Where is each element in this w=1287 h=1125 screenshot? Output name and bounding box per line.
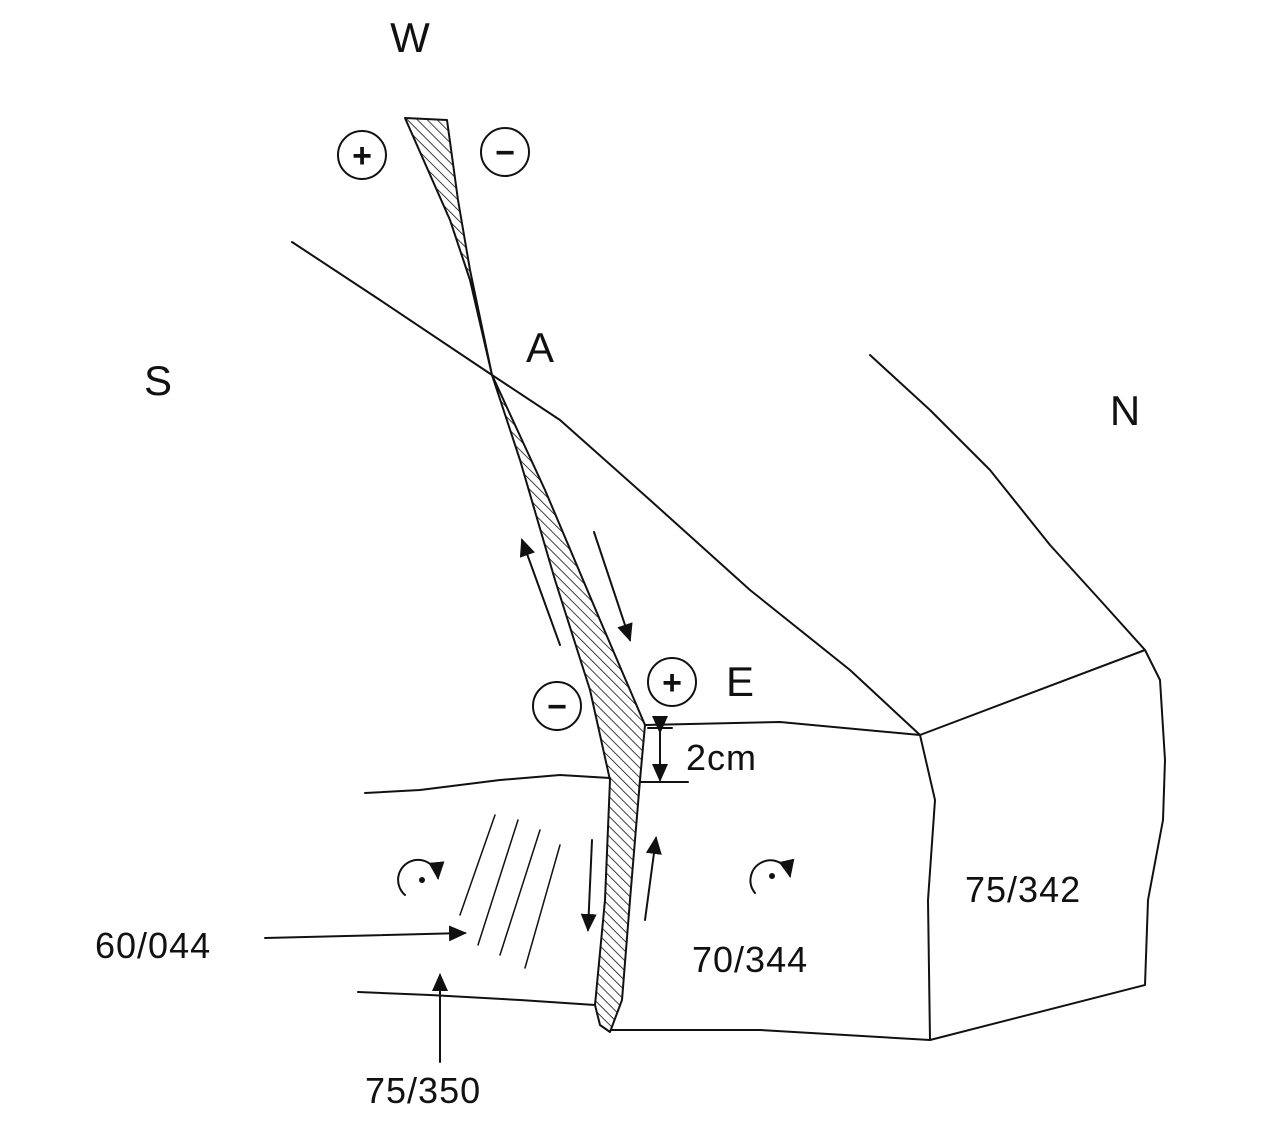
minus-symbol-top: −: [480, 127, 530, 177]
plus-sign: +: [352, 137, 372, 175]
fault-arrow-up: [644, 836, 662, 921]
rotation-icon-left: [397, 858, 445, 896]
slickenline-measurement: 60/044: [95, 925, 211, 966]
block-outline: [611, 649, 1166, 1041]
pointer-60-044: [264, 925, 467, 942]
minus-sign: −: [495, 134, 515, 172]
plus-symbol-top: +: [337, 130, 387, 180]
boundary-line-n: [869, 354, 1146, 651]
scale-label: 2cm: [686, 737, 757, 778]
layer-line-upper: [364, 774, 611, 794]
lower-shear-zone: [491, 374, 646, 1033]
south-label: S: [144, 357, 172, 404]
plus-symbol-east: +: [647, 657, 697, 707]
fault-plane-measurement: 75/350: [365, 1070, 481, 1111]
point-a-label: A: [526, 324, 554, 371]
minus-symbol-east: −: [532, 681, 582, 731]
block-middle-measurement: 70/344: [692, 939, 808, 980]
east-label: E: [726, 658, 754, 705]
west-label: W: [390, 14, 430, 61]
shear-arrow-up: [519, 538, 561, 646]
boundary-line-sa: [291, 241, 921, 736]
shear-arrow-down: [593, 531, 633, 642]
block-edge: [919, 734, 936, 1041]
slickenlines: [459, 814, 561, 969]
block-right-measurement: 75/342: [965, 869, 1081, 910]
rotation-icon-middle: [749, 858, 795, 894]
upper-shear-zone: [404, 117, 493, 376]
layer-line-lower: [357, 991, 596, 1006]
north-label: N: [1110, 387, 1140, 434]
plus-sign: +: [662, 664, 682, 702]
minus-sign: −: [547, 688, 567, 726]
fault-arrow-down: [580, 839, 597, 932]
